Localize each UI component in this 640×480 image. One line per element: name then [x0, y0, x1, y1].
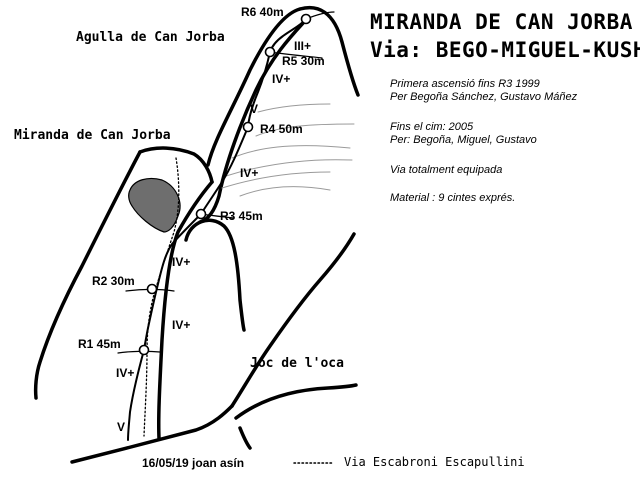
right-lower-spur	[238, 426, 252, 450]
info-line-4: Per: Begoña, Miguel, Gustavo	[390, 134, 537, 146]
texture-line-6	[239, 186, 331, 197]
right-buttress	[184, 218, 246, 332]
grade-7: IV+	[116, 366, 135, 380]
grade-2: IV+	[272, 72, 291, 86]
relay-label-r2: R2 30m	[92, 274, 135, 288]
relay-marker-r1	[138, 344, 150, 356]
route-r3-r2	[156, 213, 202, 289]
route-r1-start	[127, 349, 145, 441]
miranda-left-face	[33, 150, 142, 400]
relay-label-r1: R1 45m	[78, 337, 121, 351]
variant-lower	[143, 287, 157, 437]
title-line-2: Via: BEGO-MIGUEL-KUSH	[370, 38, 640, 62]
signature: 16/05/19 joan asín	[142, 456, 245, 470]
ground-line	[70, 404, 234, 464]
legend-label: Via Escabroni Escapullini	[344, 455, 525, 469]
grade-4: IV+	[240, 166, 259, 180]
info-line-2: Per Begoña Sánchez, Gustavo Máñez	[390, 91, 578, 103]
texture-line-3	[231, 145, 351, 159]
grade-8: V	[117, 420, 126, 434]
info-line-5: Via totalment equipada	[390, 164, 503, 176]
cave-shade	[128, 177, 181, 233]
grade-6: IV+	[172, 318, 191, 332]
route-r5-r4	[247, 51, 271, 128]
relay-marker-r4	[242, 121, 254, 133]
info-line-6: Material : 9 cintes exprés.	[390, 192, 516, 204]
right-lower-slope	[234, 383, 358, 420]
grade-1: III+	[294, 39, 312, 53]
texture-line-4	[225, 159, 353, 177]
route-r2-r1	[143, 287, 158, 351]
relay-marker-r2	[146, 283, 158, 295]
relay-label-r3: R3 45m	[220, 209, 263, 223]
relay-marker-r3	[195, 208, 207, 220]
title-line-1: MIRANDA DE CAN JORBA	[370, 10, 633, 34]
miranda-top	[138, 146, 214, 184]
info-line-3: Fins el cim: 2005	[390, 121, 474, 133]
place-agulla: Agulla de Can Jorba	[76, 30, 225, 45]
miranda-inner	[156, 180, 214, 440]
relay-marker-r6	[300, 13, 312, 25]
texture-line-2	[255, 123, 355, 137]
grade-5: IV+	[172, 255, 191, 269]
relay-label-r6: R6 40m	[241, 5, 284, 19]
place-miranda: Miranda de Can Jorba	[14, 128, 171, 143]
route-r4-r3	[200, 126, 249, 215]
agulla-inner-edge	[198, 20, 306, 224]
grade-3: V	[250, 102, 259, 116]
relay-marker-r5	[264, 46, 276, 58]
info-line-1: Primera ascensió fins R3 1999	[390, 78, 540, 90]
relay-label-r4: R4 50m	[260, 122, 303, 136]
relay-label-r5: R5 30m	[282, 54, 325, 68]
agulla-outline-left	[206, 7, 302, 167]
place-joc: Joc de l'oca	[250, 356, 344, 371]
texture-line-5	[221, 171, 331, 189]
agulla-outline-right	[298, 5, 360, 97]
variant-upper	[155, 157, 180, 289]
texture-line-1	[257, 103, 331, 113]
joc-ridge	[230, 232, 356, 408]
route-r6-r5	[269, 18, 307, 53]
